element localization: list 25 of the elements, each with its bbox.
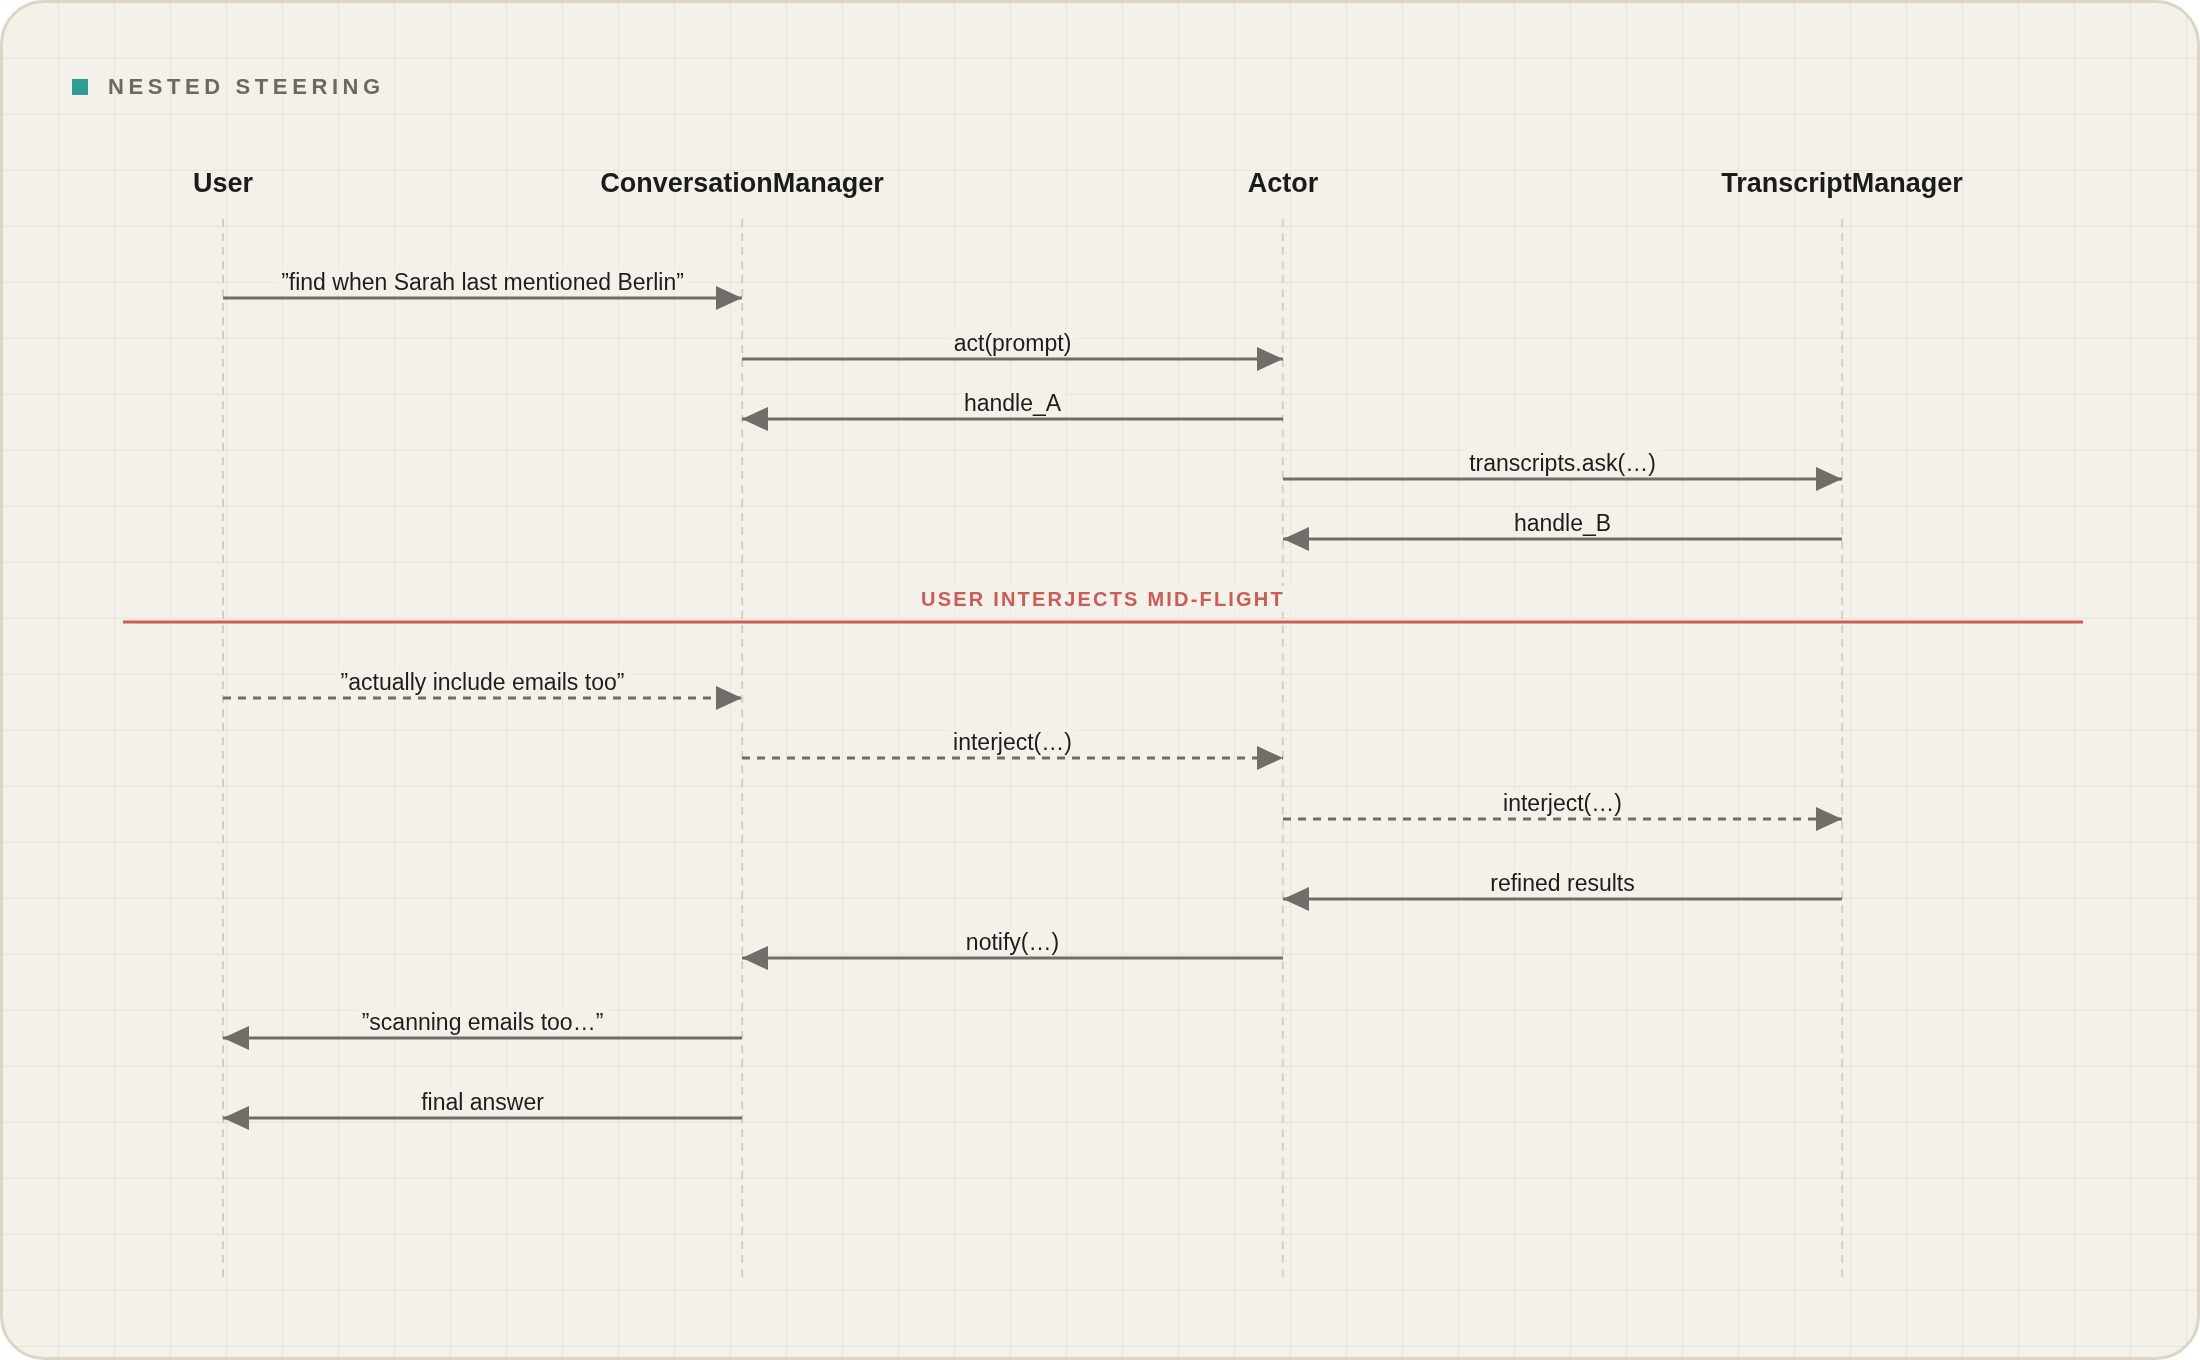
arrow	[742, 946, 1283, 970]
participant-name: Actor	[1247, 167, 1319, 200]
edge-label: act(prompt)	[948, 329, 1077, 356]
dashed-arrow	[223, 686, 742, 710]
arrow	[1283, 467, 1842, 491]
arrow	[223, 1026, 742, 1050]
edge-label: notify(…)	[960, 928, 1065, 955]
dashed-arrow	[1283, 807, 1842, 831]
arrow	[1283, 887, 1842, 911]
arrow	[742, 407, 1283, 431]
arrow	[223, 286, 742, 310]
edge-label: ”scanning emails too…”	[356, 1008, 609, 1035]
arrow	[742, 347, 1283, 371]
participant-name: TranscriptManager	[1721, 167, 1963, 200]
title: NESTED STEERING	[108, 73, 385, 101]
edge-label: ”actually include emails too”	[335, 668, 630, 695]
edge-label: transcripts.ask(…)	[1464, 449, 1661, 476]
participant-name: User	[193, 167, 253, 200]
edge-label: handle_A	[958, 389, 1067, 416]
arrow	[1283, 527, 1842, 551]
edge-label: ”find when Sarah last mentioned Berlin”	[276, 268, 689, 295]
dashed-arrow	[742, 746, 1283, 770]
participant-name: ConversationManager	[600, 167, 884, 200]
arrow	[223, 1106, 742, 1130]
edge-label: interject(…)	[948, 728, 1077, 755]
